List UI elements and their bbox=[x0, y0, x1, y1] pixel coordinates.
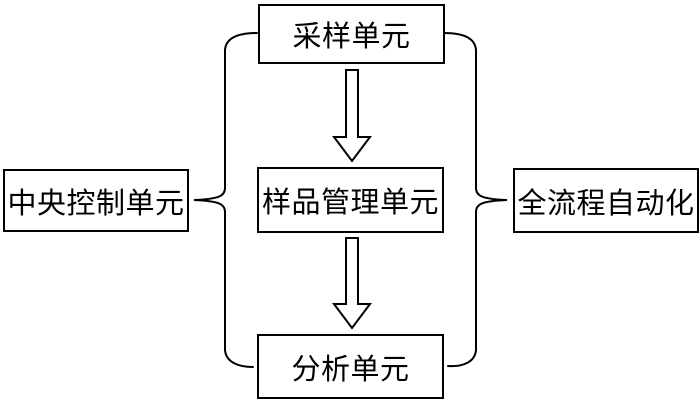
full-automation-label: 全流程自动化 bbox=[517, 187, 695, 220]
central-control-unit-label: 中央控制单元 bbox=[7, 187, 185, 220]
central-control-unit-box: 中央控制单元 bbox=[3, 169, 189, 232]
analysis-unit-label: 分析单元 bbox=[291, 353, 410, 386]
down-arrow-icon bbox=[332, 69, 372, 163]
full-automation-box: 全流程自动化 bbox=[513, 168, 699, 233]
sample-management-unit-label: 样品管理单元 bbox=[261, 187, 439, 219]
down-arrow-icon bbox=[332, 237, 372, 330]
sampling-unit-box: 采样单元 bbox=[258, 4, 445, 64]
analysis-unit-box: 分析单元 bbox=[257, 334, 444, 399]
right-brace-icon bbox=[443, 32, 508, 368]
left-brace-icon bbox=[193, 32, 258, 368]
sampling-unit-label: 采样单元 bbox=[292, 21, 411, 53]
sample-management-unit-box: 样品管理单元 bbox=[257, 167, 444, 233]
